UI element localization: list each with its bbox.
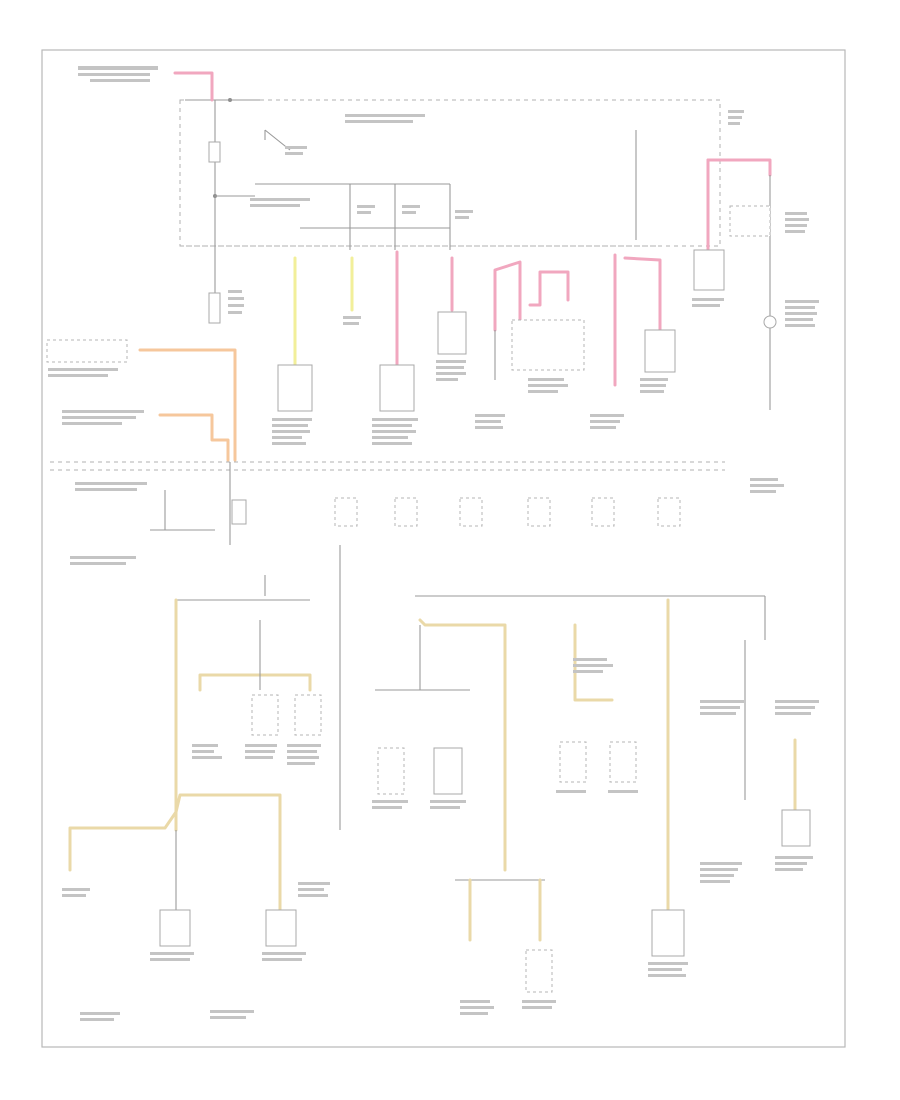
- ip-fuse-box-3: [459, 497, 483, 527]
- fuse-label-b: [228, 290, 244, 314]
- top-right-fuse-label: [728, 110, 744, 125]
- module-4-label: [640, 378, 668, 393]
- orange-wire-1: [138, 348, 237, 462]
- fuse-1: [208, 141, 221, 163]
- ip-fuse: [231, 499, 247, 525]
- tan-left-branch: [68, 810, 178, 872]
- ip-fuse-box-6: [657, 497, 681, 527]
- diagram-border: [41, 49, 846, 1048]
- module-3: [437, 311, 467, 355]
- underhood-fuse-block: [78, 66, 772, 324]
- pink-wire-6: [623, 256, 662, 332]
- module-3-label: [436, 360, 466, 381]
- orange-wire-2: [158, 413, 230, 462]
- ip-switch-labels: [70, 482, 147, 565]
- far-right-labels: [700, 700, 819, 883]
- instrument-cluster-module: [651, 909, 685, 957]
- ip-switch-wiring: [150, 490, 215, 531]
- left-transfer-module: [159, 909, 191, 947]
- top-right-feed-wire: [706, 158, 772, 177]
- pink-wire-4: [528, 270, 570, 307]
- data-link-label: [48, 368, 118, 377]
- lamp-module-1: [251, 694, 279, 736]
- seat-labels: [556, 658, 638, 793]
- instrument-panel-bus: [50, 461, 725, 565]
- lower-right-circuits: [372, 595, 819, 1015]
- tan-center-wire: [418, 618, 507, 872]
- ip-fuse-box-4: [527, 497, 551, 527]
- upper-loads: [272, 175, 819, 493]
- module-4: [644, 329, 676, 373]
- defrost-module-2: [433, 747, 463, 795]
- tan-seat-wire: [573, 623, 614, 702]
- module-2: [379, 364, 415, 412]
- lower-left-labels: [62, 888, 306, 1021]
- junction-block-label: [528, 378, 568, 393]
- lamp-labels: [192, 744, 321, 765]
- far-right-module: [781, 809, 811, 847]
- right-relay: [729, 205, 771, 237]
- module-1-label: [272, 418, 312, 445]
- battery-label-block: [78, 66, 158, 82]
- center-drop-label: [298, 882, 330, 897]
- defrost-labels: [372, 800, 466, 809]
- rear-seat-labels: [460, 1000, 556, 1015]
- bus-splice: [228, 98, 232, 102]
- ip-fuse-box-5: [591, 497, 615, 527]
- junction-block: [511, 319, 585, 371]
- lower-left-circuits: [62, 545, 341, 1021]
- left-inputs: [46, 339, 237, 462]
- fuse-labels-row: [357, 205, 473, 219]
- fuse-label-a: [250, 198, 310, 207]
- ip-fuse-box-2: [394, 497, 418, 527]
- rear-seat-module: [525, 949, 553, 993]
- tan-branch-wire: [198, 673, 312, 692]
- ip-fuse-box-1: [334, 497, 358, 527]
- defrost-module-1: [377, 747, 405, 795]
- ignition-label: [62, 410, 144, 425]
- seat-module-1: [559, 741, 587, 783]
- tan-right-branch: [174, 793, 282, 912]
- module-1: [277, 364, 313, 412]
- fuse-2: [208, 292, 221, 324]
- instrument-cluster-label: [648, 962, 688, 977]
- battery-feed-wire: [173, 71, 214, 102]
- right-lamp: [763, 315, 777, 329]
- relay-label: [285, 114, 425, 155]
- module-4-sublabel: [590, 414, 624, 429]
- module-5: [693, 249, 725, 291]
- data-link-module: [46, 339, 128, 363]
- right-column-label: [750, 212, 819, 493]
- ground-label-1: [343, 316, 361, 325]
- module-2-label: [372, 418, 418, 445]
- seat-module-2: [609, 741, 637, 783]
- lamp-module-2: [294, 694, 322, 736]
- junction-block-sublabel: [475, 414, 505, 429]
- module-5-label: [692, 298, 724, 307]
- right-transfer-module: [265, 909, 297, 947]
- pink-wire-3: [493, 260, 522, 332]
